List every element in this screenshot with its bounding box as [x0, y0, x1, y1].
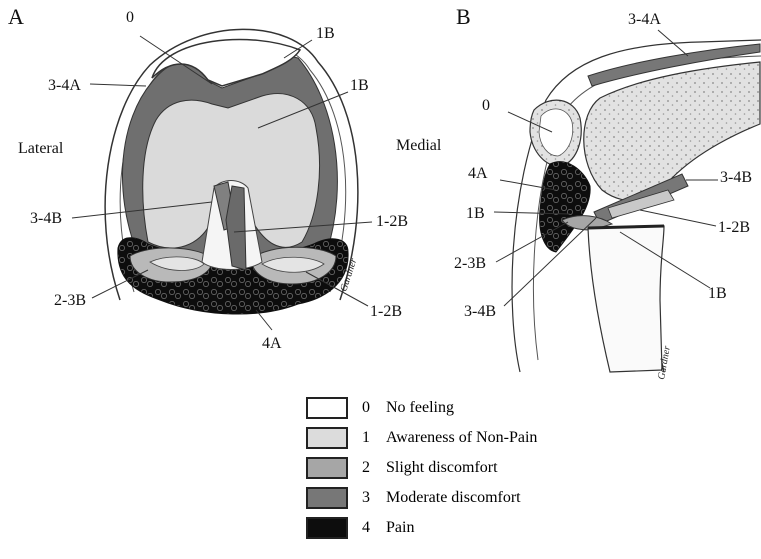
label-b-3-4a: 3-4A [628, 11, 661, 28]
label-b-1b-left: 1B [466, 205, 485, 222]
label-b-1b-right: 1B [708, 285, 727, 302]
panel-b: B 3-4A 0 4A 3-4B [454, 4, 761, 381]
panel-b-fat-pad [540, 162, 591, 252]
panel-b-letter: B [456, 4, 471, 29]
legend-number: 1 [362, 429, 370, 447]
legend-text: Awareness of Non-Pain [386, 429, 537, 447]
label-b-3-4b-lower: 3-4B [464, 303, 496, 320]
legend-swatch-1 [306, 427, 348, 449]
label-b-4a: 4A [468, 165, 488, 182]
label-a-2-3b: 2-3B [54, 292, 86, 309]
label-a-0: 0 [126, 9, 134, 26]
legend-swatch-3 [306, 487, 348, 509]
legend-text: Pain [386, 519, 414, 537]
label-a-4a: 4A [262, 335, 282, 352]
label-b-3-4b-right: 3-4B [720, 169, 752, 186]
legend-text: No feeling [386, 399, 454, 417]
label-a-1-2b-lower: 1-2B [370, 303, 402, 320]
label-medial: Medial [396, 137, 442, 154]
legend-swatch-0 [306, 397, 348, 419]
label-b-0: 0 [482, 97, 490, 114]
label-b-2-3b: 2-3B [454, 255, 486, 272]
legend-swatch-2 [306, 457, 348, 479]
label-lateral: Lateral [18, 140, 64, 157]
legend-number: 2 [362, 459, 370, 477]
legend-number: 4 [362, 519, 370, 537]
label-a-3-4b: 3-4B [30, 210, 62, 227]
label-a-1b-top: 1B [316, 25, 335, 42]
legend-text: Slight discomfort [386, 459, 498, 477]
panel-a: A 0 1B 3-4A 1B L [8, 4, 442, 352]
legend-text: Moderate discomfort [386, 489, 521, 507]
label-a-1-2b-upper: 1-2B [376, 213, 408, 230]
panel-b-tibia [588, 226, 664, 372]
panel-a-letter: A [8, 4, 24, 29]
label-a-3-4a: 3-4A [48, 77, 81, 94]
legend-number: 0 [362, 399, 370, 417]
label-a-1b-right: 1B [350, 77, 369, 94]
legend-swatch-4 [306, 517, 348, 539]
label-b-1-2b: 1-2B [718, 219, 750, 236]
legend-number: 3 [362, 489, 370, 507]
